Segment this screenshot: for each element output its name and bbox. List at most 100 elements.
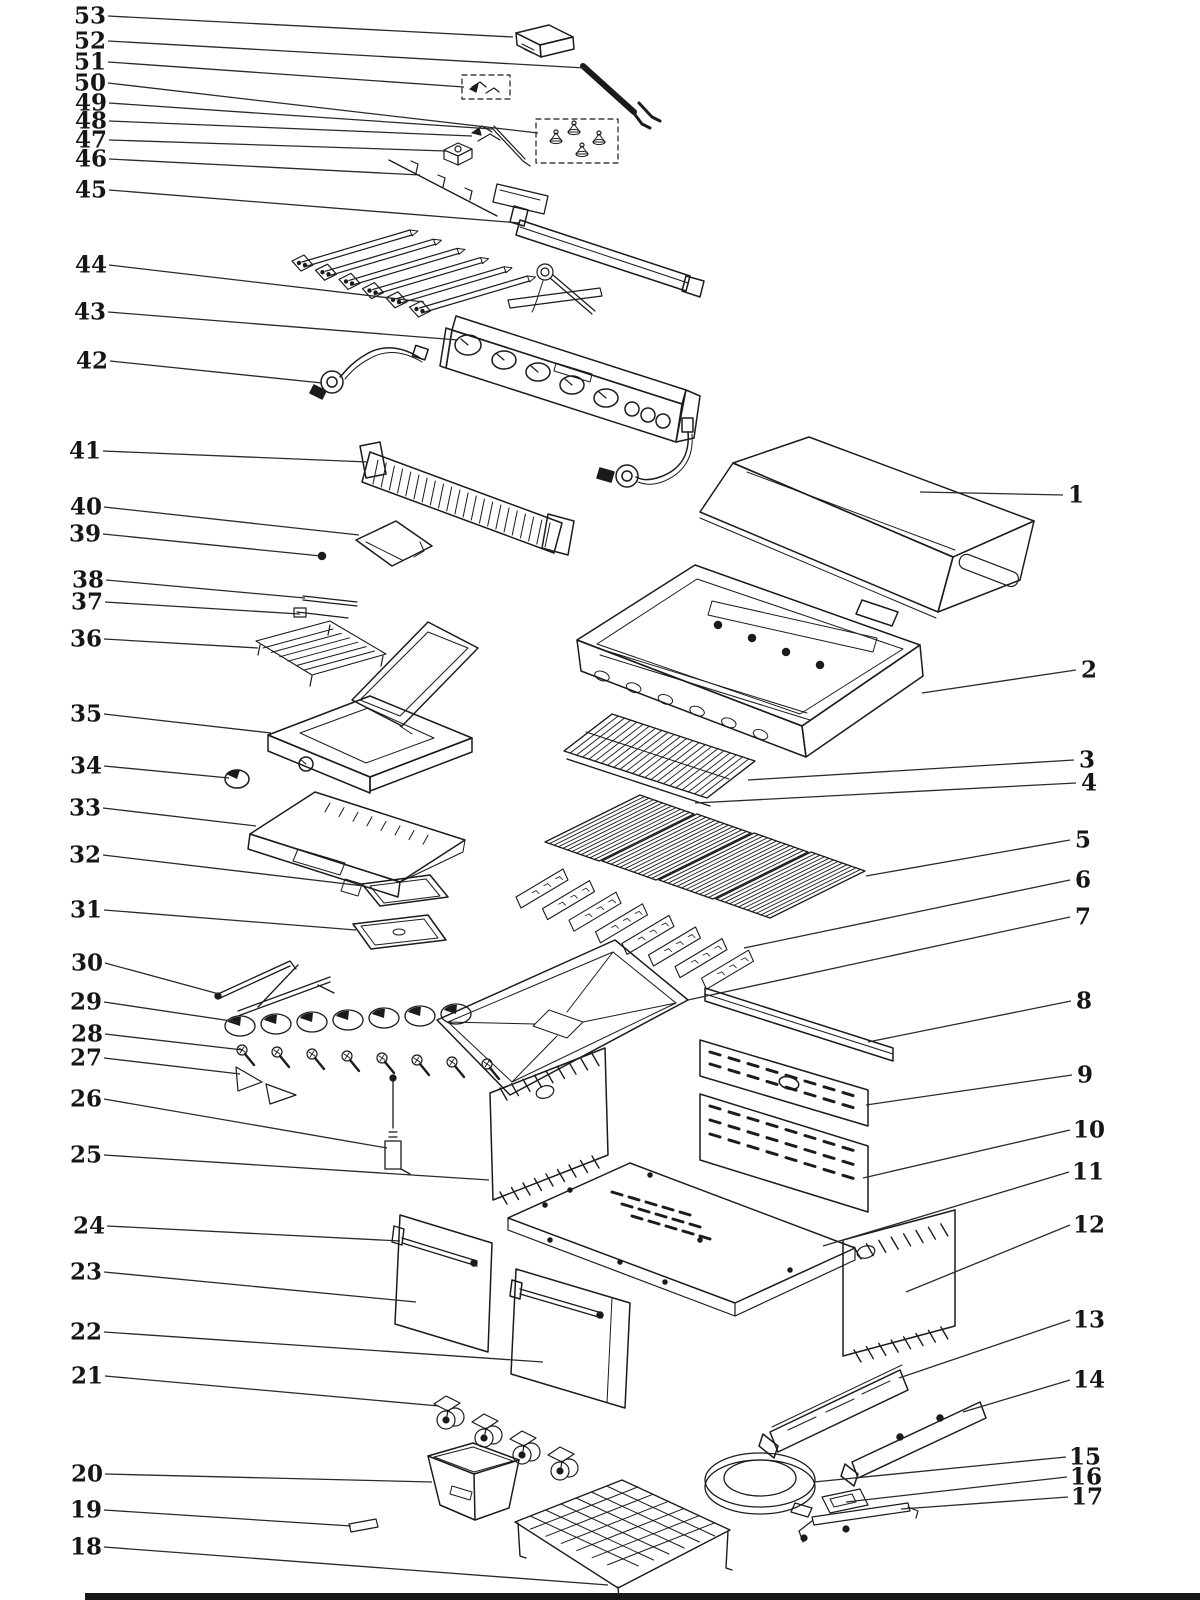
part-number-48: 48: [75, 108, 107, 135]
part-17-support-rod: [798, 1502, 919, 1543]
part-47-igniter-module: [443, 142, 473, 166]
part-22-right-door: [509, 1268, 631, 1409]
leader-line-36: [103, 638, 259, 649]
part-label-49: 49: [75, 90, 493, 130]
part-label-48: 48: [75, 108, 473, 137]
part-16-small-plate: [821, 1488, 869, 1514]
part-label-30: 30: [71, 950, 220, 995]
part-33-side-shelf: [247, 791, 466, 898]
leader-line-43: [107, 311, 459, 341]
part-number-40: 40: [70, 494, 102, 521]
part-25-left-side-panel: [489, 1047, 609, 1205]
leader-line-37: [104, 601, 301, 615]
leader-line-1: [919, 491, 1064, 496]
part-number-52: 52: [74, 28, 106, 55]
leader-line-47: [108, 139, 447, 152]
part-label-3: 3: [747, 747, 1095, 781]
part-label-8: 8: [867, 988, 1092, 1043]
part-label-27: 27: [70, 1045, 241, 1075]
leader-line-11: [822, 1171, 1070, 1247]
part-number-44: 44: [75, 252, 107, 279]
part-number-36: 36: [70, 626, 102, 653]
leader-line-45: [108, 189, 521, 224]
leader-line-13: [898, 1319, 1071, 1379]
part-number-34: 34: [70, 753, 102, 780]
part-number-16: 16: [1070, 1464, 1102, 1491]
part-46-wire-harness: [388, 159, 549, 217]
part-label-47: 47: [75, 127, 447, 154]
scan-edge-strip: [85, 1593, 1200, 1600]
part-number-14: 14: [1073, 1367, 1105, 1394]
part-label-16: 16: [845, 1464, 1102, 1503]
part-43-control-panel: [439, 315, 701, 443]
part-number-4: 4: [1081, 770, 1097, 797]
part-27-wedge-brackets: [235, 1066, 297, 1105]
part-number-7: 7: [1075, 904, 1091, 931]
leader-line-8: [867, 1000, 1072, 1043]
part-number-12: 12: [1073, 1212, 1105, 1239]
leader-line-50: [107, 82, 539, 134]
part-number-22: 22: [70, 1319, 102, 1346]
part-number-18: 18: [70, 1534, 102, 1561]
part-label-45: 45: [75, 177, 521, 224]
part-label-9: 9: [865, 1062, 1093, 1106]
leader-line-19: [103, 1509, 352, 1527]
part-24-door-handle: [391, 1225, 478, 1267]
part-37-rod-with-tag: [293, 607, 349, 619]
leader-line-32: [102, 854, 365, 887]
part-number-9: 9: [1077, 1062, 1093, 1089]
leader-line-35: [103, 713, 272, 734]
part-number-15: 15: [1069, 1444, 1101, 1471]
leader-line-24: [106, 1225, 401, 1242]
part-label-2: 2: [921, 657, 1097, 694]
part-36-side-burner-grate: [255, 620, 387, 687]
part-label-39: 39: [69, 521, 322, 557]
leader-line-16: [845, 1476, 1068, 1503]
leader-line-2: [921, 669, 1077, 694]
part-19-bar: [348, 1518, 379, 1533]
part-number-30: 30: [71, 950, 103, 977]
part-label-23: 23: [70, 1259, 417, 1303]
part-40-heat-plate: [355, 520, 433, 567]
leader-line-42: [109, 360, 323, 384]
part-label-17: 17: [900, 1484, 1103, 1511]
part-number-1: 1: [1068, 482, 1084, 509]
part-label-43: 43: [74, 299, 459, 341]
labels-layer: 5352515049484746454443424140393837363534…: [69, 3, 1105, 1586]
part-number-37: 37: [71, 589, 103, 616]
part-42-hose-regulator: [309, 344, 429, 400]
part-number-33: 33: [69, 795, 101, 822]
part-10-lower-vent-panel: [699, 1093, 869, 1213]
part-32-grease-tray: [361, 874, 449, 907]
leader-line-44: [108, 264, 425, 303]
part-number-49: 49: [75, 90, 107, 117]
leader-line-6: [743, 879, 1071, 949]
leader-line-14: [962, 1379, 1071, 1413]
leader-line-31: [103, 909, 357, 931]
part-11-bottom-panel: [507, 1162, 856, 1317]
part-label-50: 50: [74, 70, 539, 134]
part-label-11: 11: [822, 1159, 1104, 1247]
part-21-casters: [433, 1395, 579, 1481]
leader-line-23: [103, 1271, 417, 1303]
part-number-25: 25: [70, 1142, 102, 1169]
part-label-44: 44: [75, 252, 425, 303]
part-label-36: 36: [70, 626, 259, 653]
leader-line-39: [102, 533, 322, 557]
leader-line-15: [813, 1456, 1067, 1483]
part-number-53: 53: [74, 3, 106, 30]
part-number-3: 3: [1079, 747, 1095, 774]
part-number-51: 51: [74, 49, 106, 76]
part-number-13: 13: [1073, 1307, 1105, 1334]
leader-line-4: [694, 782, 1077, 804]
part-7-drip-funnel: [436, 939, 689, 1096]
part-label-53: 53: [74, 3, 514, 38]
part-number-31: 31: [70, 897, 102, 924]
part-number-50: 50: [74, 70, 106, 97]
leader-line-52: [107, 40, 586, 69]
part-26-igniter-electrode: [384, 1074, 411, 1175]
part-14-mounting-rail: [840, 1401, 987, 1487]
part-number-5: 5: [1075, 827, 1091, 854]
